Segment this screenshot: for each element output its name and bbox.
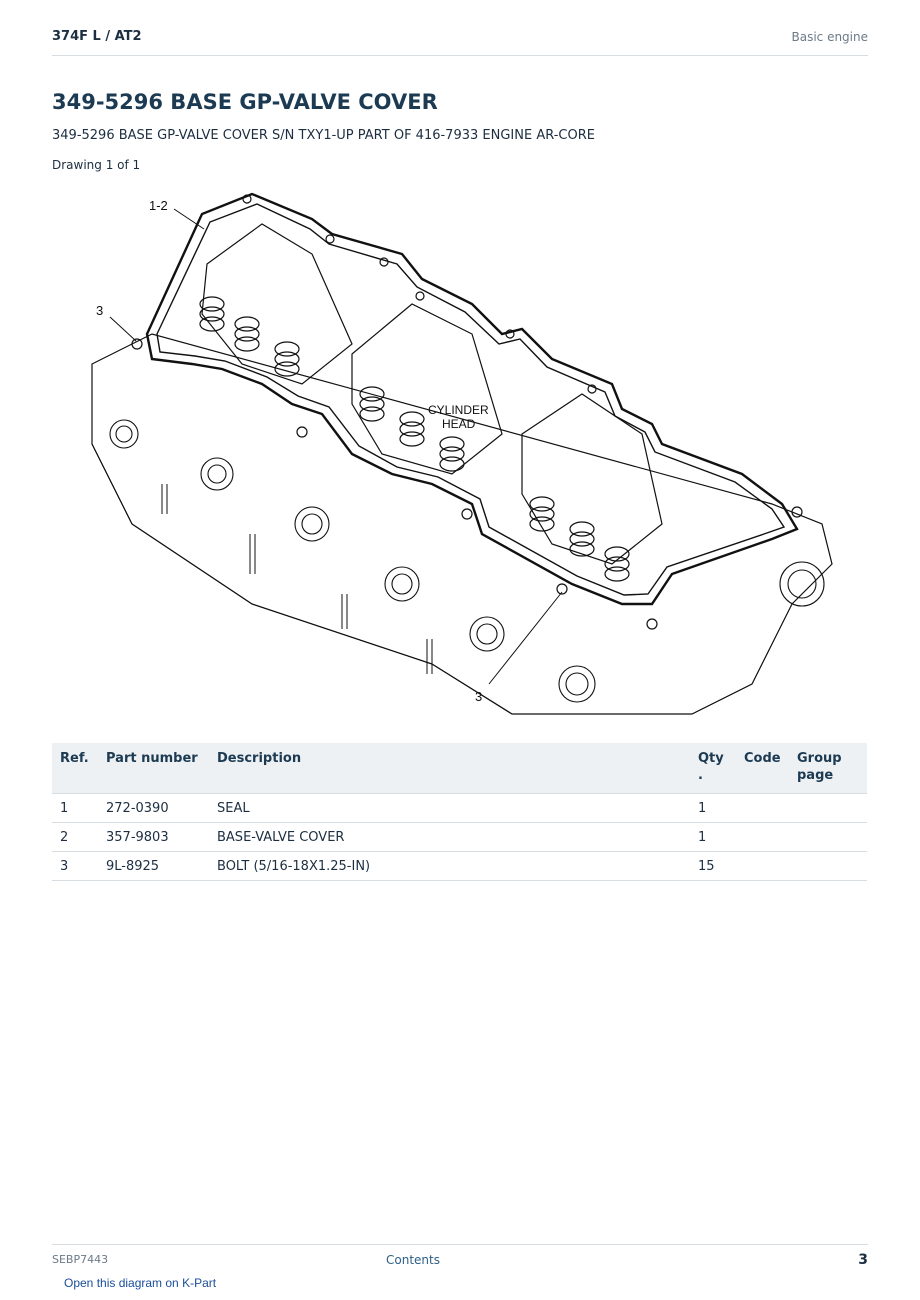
page-title: 349-5296 BASE GP-VALVE COVER (52, 90, 438, 114)
cylinder-label-line2: HEAD (442, 417, 476, 431)
section-label: Basic engine (791, 30, 868, 44)
callout-3-lower: 3 (475, 689, 482, 704)
col-group-page: Group page (789, 743, 867, 794)
kpart-diagram-link[interactable]: Open this diagram on K-Part (64, 1276, 217, 1290)
callout-leaders (109, 208, 563, 685)
cell-ref: 3 (52, 851, 98, 881)
valve-cover-seal (156, 203, 786, 596)
cell-part-number: 272-0390 (98, 793, 209, 823)
cell-qty: 15 (690, 851, 736, 881)
cell-code (736, 793, 789, 823)
page-subtitle: 349-5296 BASE GP-VALVE COVER S/N TXY1-UP… (52, 128, 595, 143)
cell-ref: 2 (52, 822, 98, 852)
cell-part-number: 357-9803 (98, 822, 209, 852)
callout-1-2: 1-2 (149, 198, 168, 213)
table-row: 3 9L-8925 BOLT (5/16-18X1.25-IN) 15 (52, 851, 867, 881)
valve-cover-base (145, 192, 799, 606)
cell-description: SEAL (209, 793, 690, 823)
exhaust-ports (109, 419, 825, 703)
cell-code (736, 851, 789, 881)
cylinder-head-body (91, 333, 833, 715)
bolt-heads (131, 194, 803, 630)
valve-springs (199, 296, 630, 582)
col-part-number: Part number (98, 743, 209, 794)
page-number: 3 (858, 1252, 868, 1268)
cell-group-page (789, 851, 867, 881)
page-header: 374F L / AT2 Basic engine (52, 22, 868, 56)
col-description: Description (209, 743, 690, 794)
table-header-row: Ref. Part number Description Qty . Code … (52, 743, 867, 794)
footer-divider (52, 1244, 868, 1245)
document-id: SEBP7443 (52, 1253, 109, 1266)
cell-ref: 1 (52, 793, 98, 823)
exploded-diagram[interactable]: 1-2 3 3 CYLINDER HEAD (52, 184, 868, 720)
cylinder-label-line1: CYLINDER (428, 403, 489, 417)
col-ref: Ref. (52, 743, 98, 794)
cell-description: BASE-VALVE COVER (209, 822, 690, 852)
cell-group-page (789, 822, 867, 852)
studs (161, 484, 433, 674)
cell-qty: 1 (690, 822, 736, 852)
cell-qty: 1 (690, 793, 736, 823)
parts-table: Ref. Part number Description Qty . Code … (52, 743, 867, 881)
callout-3-upper: 3 (96, 303, 103, 318)
valve-chambers (201, 223, 663, 565)
col-code: Code (736, 743, 789, 794)
table-row: 1 272-0390 SEAL 1 (52, 793, 867, 823)
cell-group-page (789, 793, 867, 823)
drawing-count: Drawing 1 of 1 (52, 158, 141, 172)
table-row: 2 357-9803 BASE-VALVE COVER 1 (52, 822, 867, 852)
model-label: 374F L / AT2 (52, 29, 142, 44)
contents-link[interactable]: Contents (386, 1253, 440, 1267)
cell-description: BOLT (5/16-18X1.25-IN) (209, 851, 690, 881)
cell-code (736, 822, 789, 852)
cell-part-number: 9L-8925 (98, 851, 209, 881)
col-qty: Qty . (690, 743, 736, 794)
cylinder-head-side (91, 443, 513, 715)
